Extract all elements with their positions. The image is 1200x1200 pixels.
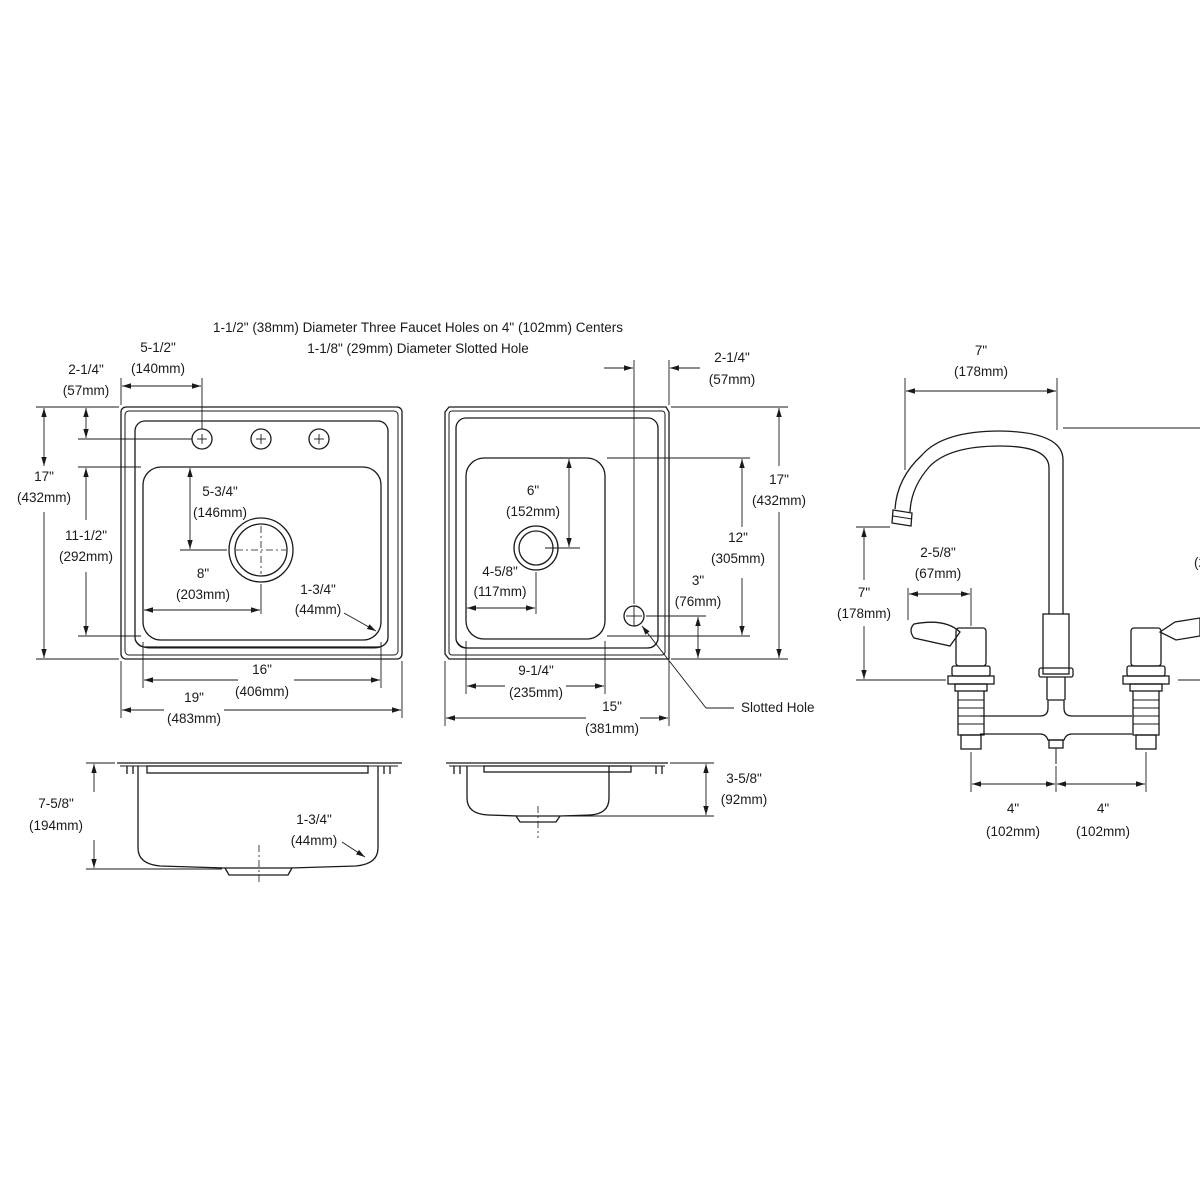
dim-hole-spacing-in: 5-1/2"	[140, 340, 176, 355]
dim-handle-length-mm: (67mm)	[915, 566, 962, 581]
dim-corner-radius-mm: (44mm)	[295, 602, 342, 617]
dim-b-slot-to-front-mm: (76mm)	[675, 594, 722, 609]
dim-center-right-in: 4"	[1097, 801, 1110, 816]
drain-icon	[228, 517, 294, 583]
dim-drain-to-back-in: 5-3/4"	[202, 484, 238, 499]
dim-spout-reach-in: 7"	[975, 343, 988, 358]
dim-drain-to-side-in: 8"	[197, 566, 210, 581]
sink-side-view-b: 3-5/8" (92mm)	[446, 762, 768, 838]
dim-side-b-depth-mm: (92mm)	[721, 792, 768, 807]
dim-spout-height-in: 7"	[858, 585, 871, 600]
dim-side-depth-in: 7-5/8"	[38, 796, 74, 811]
faucet-hole-icon	[308, 428, 330, 450]
dim-center-right-mm: (102mm)	[1076, 824, 1130, 839]
notes: 1-1/2" (38mm) Diameter Three Faucet Hole…	[213, 320, 623, 356]
dim-bowl-depth-in: 11-1/2"	[65, 528, 107, 543]
dim-b-overall-depth-mm: (432mm)	[752, 493, 806, 508]
dim-bowl-width-mm: (406mm)	[235, 684, 289, 699]
dim-b-drain-to-back-mm: (152mm)	[506, 504, 560, 519]
dim-hole-spacing-mm: (140mm)	[131, 361, 185, 376]
dim-spout-reach-mm: (178mm)	[954, 364, 1008, 379]
mounting-clip-icon	[453, 766, 663, 774]
slotted-hole-icon	[623, 605, 645, 627]
dim-spout-height-mm: (178mm)	[837, 606, 891, 621]
dim-b-bowl-depth-in: 12"	[728, 530, 748, 545]
dim-b-slot-to-front-in: 3"	[692, 573, 705, 588]
dim-drain-to-side-mm: (203mm)	[176, 587, 230, 602]
dim-center-left-in: 4"	[1007, 801, 1020, 816]
dim-overall-width-in: 19"	[184, 690, 204, 705]
dim-overall-width-mm: (483mm)	[167, 711, 221, 726]
dim-side-b-depth-in: 3-5/8"	[726, 771, 762, 786]
dim-corner-radius-in: 1-3/4"	[300, 582, 336, 597]
faucet-valve-icon	[910, 621, 995, 750]
dim-hole-offset-in: 2-1/4"	[68, 362, 104, 377]
dim-b-drain-to-side-in: 4-5/8"	[482, 564, 518, 579]
faucet-hole-icon	[191, 428, 213, 450]
dim-b-overall-width-mm: (381mm)	[585, 721, 639, 736]
faucet-side-view: 7" (178mm) 7" (178mm) 2-5/8" (67mm) 4" (…	[837, 343, 1200, 839]
dim-bowl-width-in: 16"	[252, 662, 272, 677]
dim-b-bowl-depth-mm: (305mm)	[711, 551, 765, 566]
note-slotted-hole: 1-1/8" (29mm) Diameter Slotted Hole	[307, 341, 529, 356]
dim-handle-length-in: 2-5/8"	[920, 545, 956, 560]
dim-side-radius-in: 1-3/4"	[296, 812, 332, 827]
dim-b-bowl-width-in: 9-1/4"	[518, 663, 554, 678]
faucet-valve-icon	[1122, 617, 1200, 750]
dim-cut-label: (2	[1194, 555, 1200, 570]
dim-overall-depth-in: 17"	[34, 469, 54, 484]
sink-top-view-b: 2-1/4" (57mm) 17" (432mm) 12" (305mm) 6"…	[444, 350, 815, 736]
dim-b-overall-depth-in: 17"	[769, 472, 789, 487]
dim-b-hole-offset-mm: (57mm)	[709, 372, 756, 387]
dim-bowl-depth-mm: (292mm)	[59, 549, 113, 564]
dim-b-bowl-width-mm: (235mm)	[509, 685, 563, 700]
mounting-clip-icon	[126, 766, 391, 774]
dim-drain-to-back-mm: (146mm)	[193, 505, 247, 520]
slotted-hole-label: Slotted Hole	[741, 700, 815, 715]
dim-b-drain-to-side-mm: (117mm)	[473, 584, 526, 599]
dim-center-left-mm: (102mm)	[986, 824, 1040, 839]
dim-b-drain-to-back-in: 6"	[527, 483, 540, 498]
sink-side-view-a: 7-5/8" (194mm) 1-3/4" (44mm)	[29, 762, 402, 884]
dim-side-depth-mm: (194mm)	[29, 818, 83, 833]
dim-hole-offset-mm: (57mm)	[63, 383, 110, 398]
faucet-hole-icon	[250, 428, 272, 450]
dim-b-overall-width-in: 15"	[602, 699, 622, 714]
dim-b-hole-offset-in: 2-1/4"	[714, 350, 750, 365]
dim-side-radius-mm: (44mm)	[291, 833, 338, 848]
note-faucet-holes: 1-1/2" (38mm) Diameter Three Faucet Hole…	[213, 320, 623, 335]
dim-overall-depth-mm: (432mm)	[17, 490, 71, 505]
sink-top-view-a: 5-1/2" (140mm) 2-1/4" (57mm) 17" (432mm)…	[17, 340, 403, 726]
